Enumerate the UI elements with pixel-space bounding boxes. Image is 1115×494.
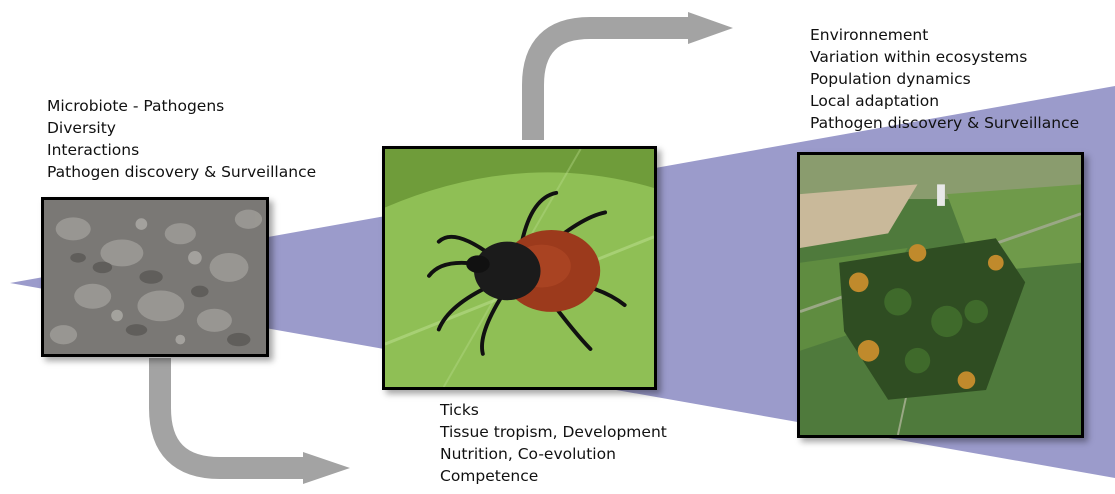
microscopy-photo [41,197,269,357]
microbiote-line-2: Diversity [47,117,316,139]
lower-curved-arrow [160,358,305,468]
aerial-landscape-photo [797,152,1084,438]
ticks-line-3: Nutrition, Co-evolution [440,443,667,465]
ticks-line-2: Tissue tropism, Development [440,421,667,443]
upper-arrow-head [688,12,733,44]
environment-line-1: Environnement [810,24,1079,46]
environment-line-3: Population dynamics [810,68,1079,90]
environment-line-4: Local adaptation [810,90,1079,112]
lower-arrow-head [303,452,350,484]
ticks-line-4: Competence [440,465,667,487]
microbiote-text: Microbiote - Pathogens Diversity Interac… [47,95,316,183]
microbiote-line-4: Pathogen discovery & Surveillance [47,161,316,183]
environment-line-5: Pathogen discovery & Surveillance [810,112,1079,134]
environment-line-2: Variation within ecosystems [810,46,1079,68]
upper-curved-arrow [533,28,690,140]
microbiote-line-3: Interactions [47,139,316,161]
microbiote-line-1: Microbiote - Pathogens [47,95,316,117]
tick-photo [382,146,657,390]
ticks-text: Ticks Tissue tropism, Development Nutrit… [440,399,667,487]
ticks-line-1: Ticks [440,399,667,421]
environment-text: Environnement Variation within ecosystem… [810,24,1079,134]
